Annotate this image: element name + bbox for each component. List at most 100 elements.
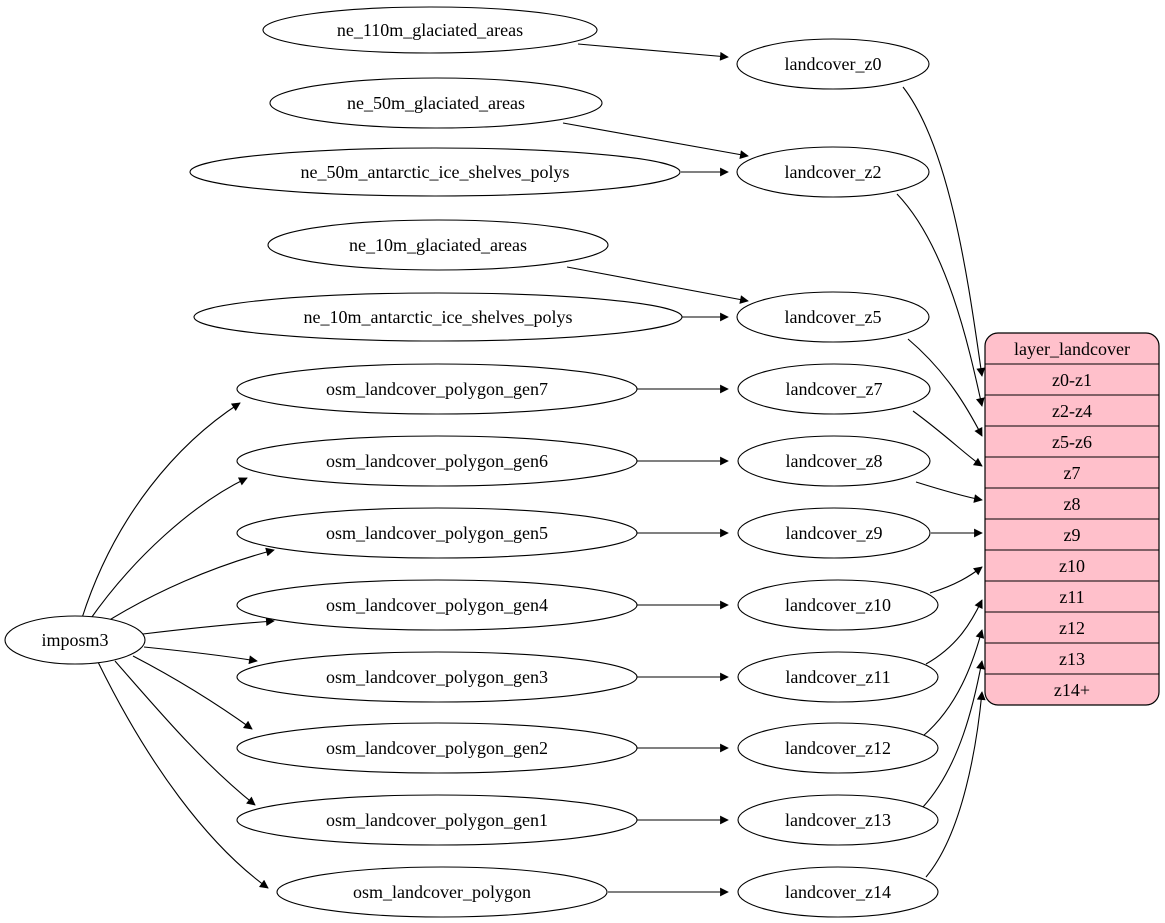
- node-label: landcover_z8: [786, 451, 883, 471]
- table-layer-landcover: layer_landcover z0-z1 z2-z4 z5-z6 z7 z8 …: [984, 332, 1160, 706]
- edge-z11-row: [925, 599, 983, 665]
- node-osm-landcover-polygon: osm_landcover_polygon: [276, 866, 608, 918]
- node-label: imposm3: [41, 630, 108, 650]
- node-ellipse: [736, 38, 930, 90]
- node-ellipse: [737, 794, 939, 846]
- node-ellipse: [737, 435, 931, 487]
- node-landcover-z13: landcover_z13: [737, 794, 939, 846]
- table-row-z8: z8: [1064, 494, 1081, 514]
- edge-z2-row: [896, 193, 985, 407]
- node-ne-50m-glaciated-areas: ne_50m_glaciated_areas: [269, 77, 603, 129]
- edge-z13-row: [922, 660, 985, 808]
- edge-imposm3-gen6: [88, 477, 248, 622]
- table-row-z2-z4: z2-z4: [1052, 401, 1092, 421]
- node-ellipse: [236, 651, 638, 703]
- table-row-z13: z13: [1059, 649, 1085, 669]
- node-ne-110m-glaciated-areas: ne_110m_glaciated_areas: [262, 6, 598, 54]
- node-ellipse: [236, 507, 638, 559]
- node-ellipse: [267, 219, 609, 271]
- node-label: osm_landcover_polygon_gen5: [326, 523, 548, 543]
- node-osm-landcover-polygon-gen5: osm_landcover_polygon_gen5: [236, 507, 638, 559]
- edge-imposm3-gen4: [142, 617, 275, 635]
- node-ellipse: [276, 866, 608, 918]
- node-ne-10m-glaciated-areas: ne_10m_glaciated_areas: [267, 219, 609, 271]
- node-label: landcover_z5: [785, 307, 882, 327]
- node-landcover-z5: landcover_z5: [736, 291, 930, 343]
- node-landcover-z9: landcover_z9: [737, 507, 931, 559]
- node-ellipse: [269, 77, 603, 129]
- node-label: landcover_z10: [785, 595, 891, 615]
- node-label: osm_landcover_polygon_gen6: [326, 451, 548, 471]
- node-osm-landcover-polygon-gen3: osm_landcover_polygon_gen3: [236, 651, 638, 703]
- node-label: landcover_z2: [785, 162, 882, 182]
- table-title: layer_landcover: [1014, 339, 1130, 359]
- node-landcover-z2: landcover_z2: [736, 146, 930, 198]
- node-label: landcover_z12: [785, 738, 891, 758]
- edge-imposm3-gen2: [132, 655, 253, 730]
- node-label: ne_10m_antarctic_ice_shelves_polys: [304, 307, 573, 327]
- table-row-z9: z9: [1064, 525, 1081, 545]
- edge-imposm3-gen3: [143, 646, 258, 665]
- node-label: osm_landcover_polygon_gen3: [326, 667, 548, 687]
- node-ne-50m-antarctic-ice-shelves-polys: ne_50m_antarctic_ice_shelves_polys: [189, 147, 681, 197]
- node-label: osm_landcover_polygon_gen4: [326, 595, 548, 615]
- node-label: osm_landcover_polygon: [353, 882, 531, 902]
- node-osm-landcover-polygon-gen6: osm_landcover_polygon_gen6: [236, 435, 638, 487]
- edge-z14-row: [925, 691, 986, 878]
- edge-ne50m-glaciated-z2: [562, 122, 749, 159]
- node-label: landcover_z9: [786, 523, 883, 543]
- table-row-z14plus: z14+: [1054, 680, 1090, 700]
- node-ne-10m-antarctic-ice-shelves-polys: ne_10m_antarctic_ice_shelves_polys: [193, 292, 683, 342]
- node-label: landcover_z0: [785, 54, 882, 74]
- table-row-z0-z1: z0-z1: [1052, 370, 1092, 390]
- node-label: landcover_z14: [785, 882, 891, 902]
- node-ellipse: [737, 722, 939, 774]
- node-landcover-z8: landcover_z8: [737, 435, 931, 487]
- node-label: landcover_z7: [786, 379, 883, 399]
- node-ellipse: [262, 6, 598, 54]
- node-ellipse: [737, 579, 939, 631]
- node-landcover-z14: landcover_z14: [737, 866, 939, 918]
- node-label: osm_landcover_polygon_gen1: [326, 810, 548, 830]
- node-ellipse: [4, 615, 146, 665]
- table-row-z10: z10: [1059, 556, 1085, 576]
- node-ellipse: [737, 507, 931, 559]
- node-osm-landcover-polygon-gen4: osm_landcover_polygon_gen4: [236, 579, 638, 631]
- node-landcover-z0: landcover_z0: [736, 38, 930, 90]
- node-label: osm_landcover_polygon_gen2: [326, 738, 548, 758]
- nodes: imposm3 ne_110m_glaciated_areas ne_50m_g…: [4, 6, 939, 918]
- edge-imposm3-gen7: [81, 402, 241, 619]
- edges: [81, 43, 986, 897]
- table-row-z11: z11: [1059, 587, 1084, 607]
- table-row-z7: z7: [1064, 463, 1081, 483]
- table-row-z5-z6: z5-z6: [1052, 432, 1092, 452]
- edge-z10-row: [929, 566, 983, 594]
- node-label: ne_110m_glaciated_areas: [337, 20, 523, 40]
- edge-imposm3-gen5: [99, 547, 275, 627]
- node-landcover-z12: landcover_z12: [737, 722, 939, 774]
- node-ellipse: [737, 363, 931, 415]
- edge-z5-row: [907, 338, 983, 437]
- edge-z7-row: [912, 410, 983, 467]
- node-ellipse: [189, 147, 681, 197]
- node-landcover-z11: landcover_z11: [737, 651, 939, 703]
- node-label: landcover_z11: [785, 667, 890, 687]
- node-osm-landcover-polygon-gen7: osm_landcover_polygon_gen7: [236, 363, 638, 415]
- node-landcover-z10: landcover_z10: [737, 579, 939, 631]
- node-ellipse: [236, 794, 638, 846]
- node-osm-landcover-polygon-gen2: osm_landcover_polygon_gen2: [236, 722, 638, 774]
- node-imposm3: imposm3: [4, 615, 146, 665]
- node-ellipse: [737, 866, 939, 918]
- edge-ne110m-z0: [577, 43, 729, 61]
- node-osm-landcover-polygon-gen1: osm_landcover_polygon_gen1: [236, 794, 638, 846]
- node-ellipse: [737, 651, 939, 703]
- node-ellipse: [736, 146, 930, 198]
- node-ellipse: [236, 363, 638, 415]
- table-separators: [985, 363, 1159, 675]
- node-ellipse: [736, 291, 930, 343]
- node-ellipse: [236, 579, 638, 631]
- table-row-z12: z12: [1059, 618, 1085, 638]
- edge-z0-row: [902, 86, 986, 377]
